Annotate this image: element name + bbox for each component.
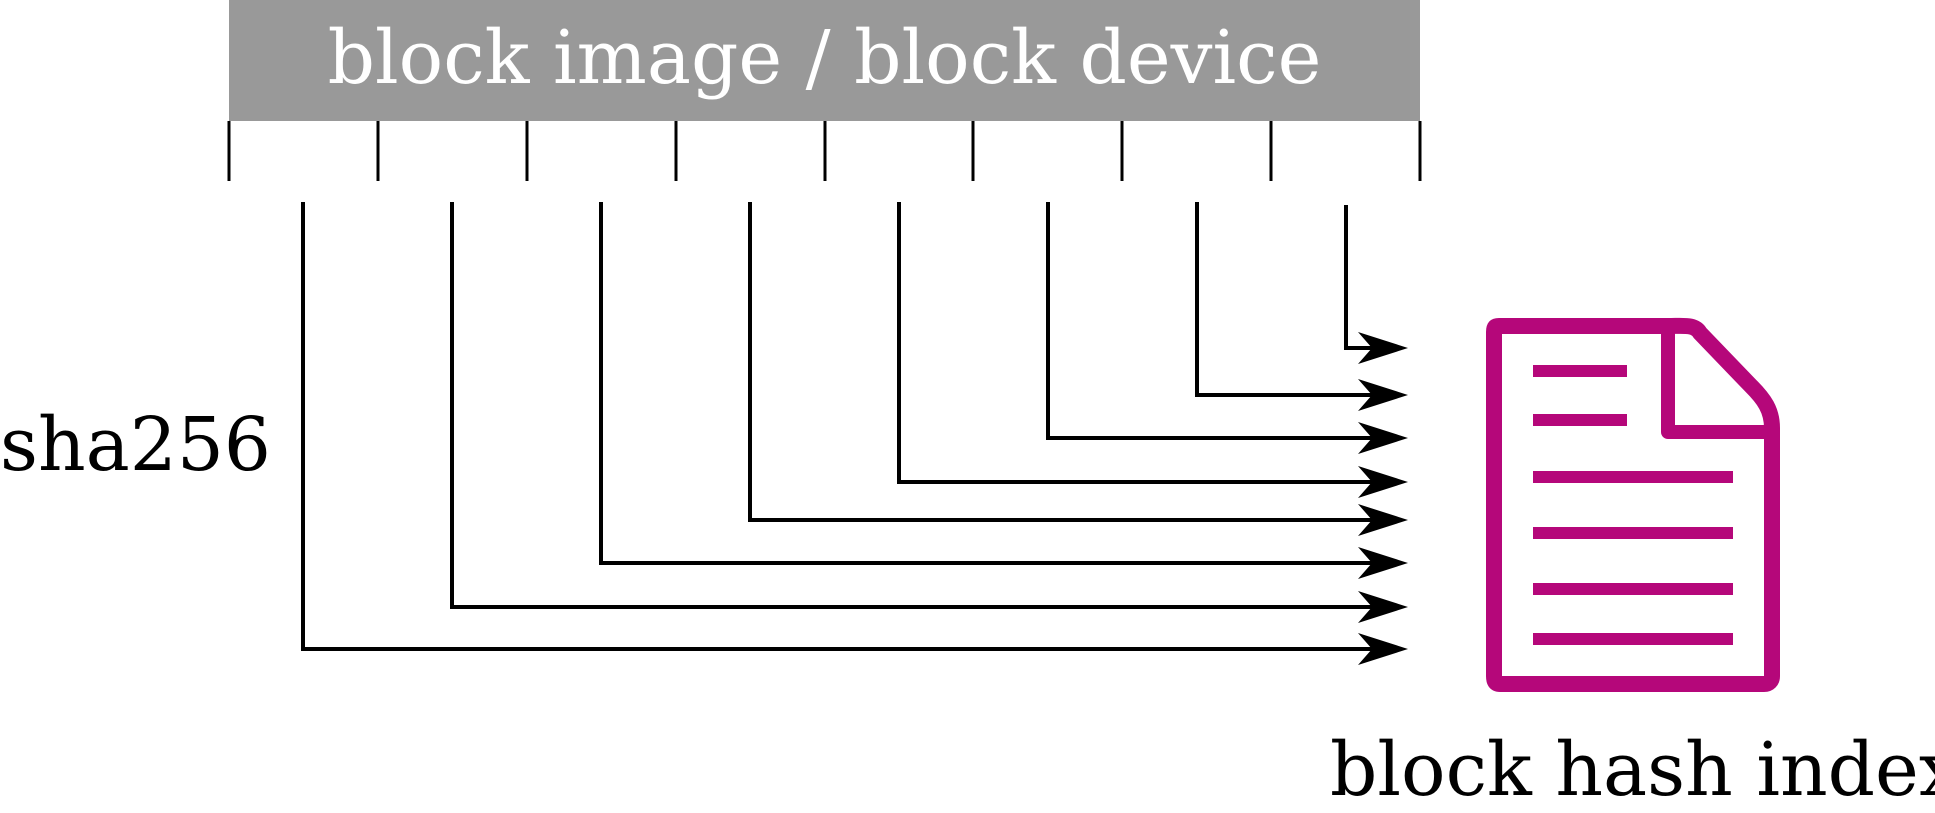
document-fold (1661, 326, 1770, 439)
header-title: block image / block device (327, 14, 1322, 101)
hash-connector-line (748, 202, 1378, 522)
hash-connectors (301, 202, 1408, 665)
block-image-header: block image / block device (229, 0, 1420, 121)
arrow-right-icon (1358, 379, 1408, 411)
hash-connector-line (599, 202, 1378, 565)
hash-connector-line (1195, 202, 1378, 397)
sha256-label: sha256 (0, 402, 271, 488)
arrow-right-icon (1358, 332, 1408, 364)
hash-connector-line (1046, 202, 1378, 440)
block-divider-ticks (227, 121, 1422, 181)
hash-connector-line (301, 202, 1378, 651)
arrow-right-icon (1358, 633, 1408, 665)
block-hash-index-label: block hash index (1330, 727, 1935, 813)
header-bar-fill (229, 0, 1420, 121)
hash-connector-line (1344, 205, 1378, 350)
arrow-right-icon (1358, 504, 1408, 536)
arrow-right-icon (1358, 466, 1408, 498)
document-icon (1486, 317, 1780, 692)
arrow-right-icon (1358, 591, 1408, 623)
document-outline (1486, 317, 1780, 692)
hash-connector-line (450, 202, 1378, 609)
hash-connector-line (897, 202, 1378, 484)
arrow-right-icon (1358, 547, 1408, 579)
arrow-right-icon (1358, 422, 1408, 454)
